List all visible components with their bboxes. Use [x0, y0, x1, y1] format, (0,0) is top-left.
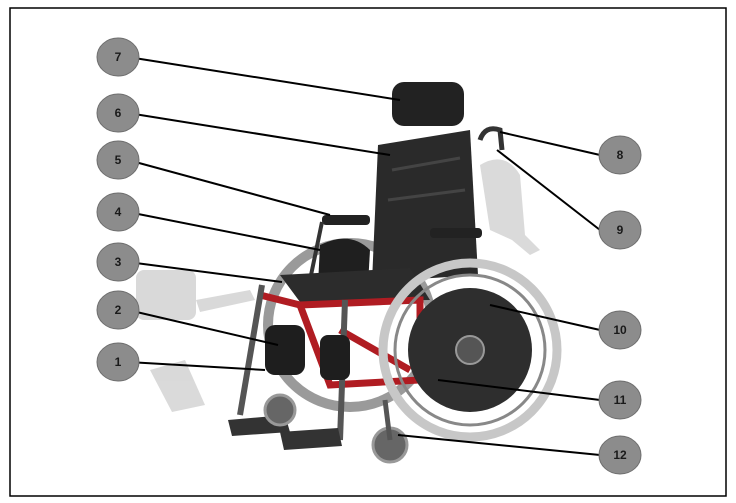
callout-5: 5 — [97, 141, 139, 179]
armrest-left — [322, 215, 370, 225]
wheelchair-illustration — [228, 82, 557, 462]
leg-rest — [240, 285, 262, 415]
callout-7: 7 — [97, 38, 139, 76]
leader-5 — [128, 160, 330, 215]
leader-4 — [128, 212, 320, 250]
armrest-right — [430, 228, 482, 238]
callout-8-label: 8 — [617, 148, 624, 162]
calf-pad — [265, 325, 305, 375]
leader-8 — [500, 132, 600, 155]
leader-1 — [128, 362, 265, 370]
callout-11: 11 — [599, 381, 641, 419]
leader-12 — [398, 435, 600, 455]
callout-3-label: 3 — [115, 255, 122, 269]
callout-7-label: 7 — [115, 50, 122, 64]
caster-front-left — [265, 395, 295, 425]
callout-2-label: 2 — [115, 303, 122, 317]
push-handle — [480, 129, 502, 150]
callout-10-label: 10 — [613, 323, 627, 337]
callout-5-label: 5 — [115, 153, 122, 167]
callout-11-label: 11 — [614, 393, 627, 407]
callout-10: 10 — [599, 311, 641, 349]
callout-4-label: 4 — [115, 205, 122, 219]
callout-6-label: 6 — [115, 106, 122, 120]
callout-12: 12 — [599, 436, 641, 474]
callout-4: 4 — [97, 193, 139, 231]
callout-6: 6 — [97, 94, 139, 132]
leader-6 — [128, 113, 390, 155]
wheel-hub — [456, 336, 484, 364]
callout-1: 1 — [97, 343, 139, 381]
callout-2: 2 — [97, 291, 139, 329]
callout-12-label: 12 — [613, 448, 627, 462]
leader-7 — [128, 57, 400, 100]
callout-9-label: 9 — [617, 223, 624, 237]
callout-1-label: 1 — [115, 355, 122, 369]
callout-3: 3 — [97, 243, 139, 281]
headrest — [392, 82, 464, 126]
callout-8: 8 — [599, 136, 641, 174]
callout-9: 9 — [599, 211, 641, 249]
